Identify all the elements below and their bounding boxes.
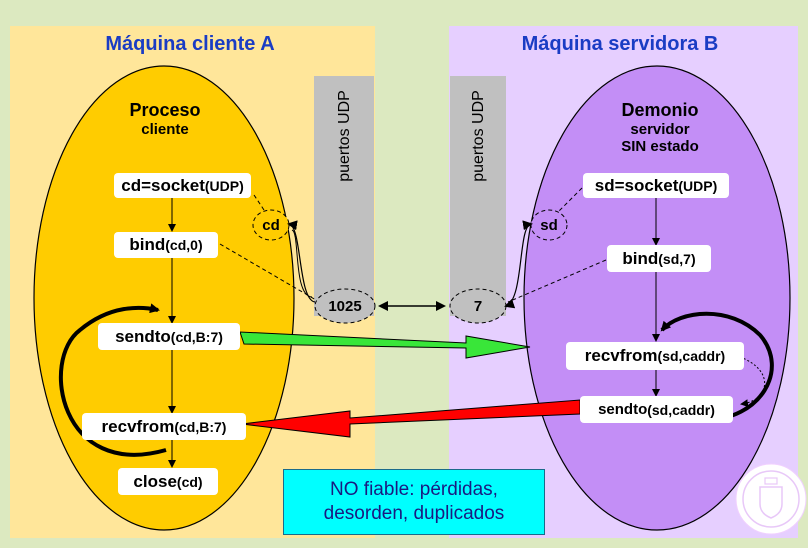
client-socket-call-box: cd=socket(UDP) xyxy=(114,173,251,198)
server-bind-call-args: (sd,7) xyxy=(658,250,696,267)
client-recvfrom-call-box: recvfrom(cd,B:7) xyxy=(82,413,246,440)
client-port-ellipse xyxy=(314,288,376,324)
server-sendto-call-args: (sd,caddr) xyxy=(647,401,715,418)
client-close-call-args: (cd) xyxy=(176,473,203,490)
server-socket-call-args: (UDP) xyxy=(678,177,718,194)
server-machine-title: Máquina servidora B xyxy=(521,33,719,55)
server-process-line1: Demonio xyxy=(621,100,699,120)
client-port-number: 1025 xyxy=(328,297,362,315)
client-close-call-name: close xyxy=(133,471,177,491)
client-udp-ports-column xyxy=(314,76,374,316)
client-recvfrom-call-name: recvfrom xyxy=(101,416,175,436)
server-port-number: 7 xyxy=(473,297,483,315)
client-loop-arrow xyxy=(58,303,167,457)
server-descriptor-label: sd xyxy=(540,216,558,234)
server-socket-call-name: sd=socket xyxy=(594,175,679,195)
server-recvfrom-call-name: recvfrom xyxy=(584,346,658,365)
server-process-line3: SIN estado xyxy=(621,137,699,155)
notice-line2: desorden, duplicados xyxy=(323,503,505,524)
reply-datagram-arrow xyxy=(241,399,581,438)
client-descriptor-label: cd xyxy=(262,216,280,234)
client-machine-title: Máquina cliente A xyxy=(105,33,275,55)
client-bind-call-args: (cd,0) xyxy=(165,237,203,253)
client-sendto-call-name: sendto xyxy=(115,326,171,346)
server-bind-to-port-line xyxy=(507,259,607,303)
client-bind-call-name: bind xyxy=(129,235,166,254)
client-descriptor-port-link-back xyxy=(291,229,313,298)
unreliable-notice-box: NO fiable: pérdidas, desorden, duplicado… xyxy=(283,469,545,535)
server-socket-to-descriptor-line xyxy=(557,187,583,213)
client-socket-call-args: (UDP) xyxy=(204,177,244,194)
client-descriptor-port-link xyxy=(287,220,316,303)
server-sendto-call-box: sendto(sd,caddr) xyxy=(580,396,733,423)
client-sendto-call-args: (cd,B:7) xyxy=(170,328,223,345)
client-sendto-call-box: sendto(cd,B:7) xyxy=(98,323,240,350)
client-process-label: Proceso cliente xyxy=(100,100,230,138)
server-udp-ports-column xyxy=(450,76,506,316)
notice-line1: NO fiable: pérdidas, xyxy=(330,479,498,501)
send-datagram-arrow xyxy=(239,331,531,359)
client-bind-to-port-line xyxy=(219,243,317,301)
client-process-line2: cliente xyxy=(141,120,189,138)
server-socket-call-box: sd=socket(UDP) xyxy=(583,173,729,198)
server-process-line2: servidor xyxy=(630,120,690,138)
server-loop-arrow xyxy=(660,311,774,422)
client-socket-to-descriptor-line xyxy=(253,194,265,211)
server-recvfrom-call-args: (sd,caddr) xyxy=(657,348,726,364)
client-recvfrom-call-args: (cd,B:7) xyxy=(174,418,227,435)
server-sendto-call-name: sendto xyxy=(598,401,648,418)
client-process-line1: Proceso xyxy=(129,100,201,120)
server-bind-call-name: bind xyxy=(622,248,659,268)
university-seal-logo xyxy=(735,463,807,535)
client-bind-call-box: bind(cd,0) xyxy=(114,232,218,258)
client-socket-call-name: cd=socket xyxy=(121,175,205,195)
server-descriptor-port-link xyxy=(504,220,533,309)
client-close-call-box: close(cd) xyxy=(118,468,218,495)
server-recvfrom-call-box: recvfrom(sd,caddr) xyxy=(566,342,744,370)
server-process-label: Demonio servidor SIN estado xyxy=(600,100,720,155)
server-bind-call-box: bind(sd,7) xyxy=(607,245,711,272)
